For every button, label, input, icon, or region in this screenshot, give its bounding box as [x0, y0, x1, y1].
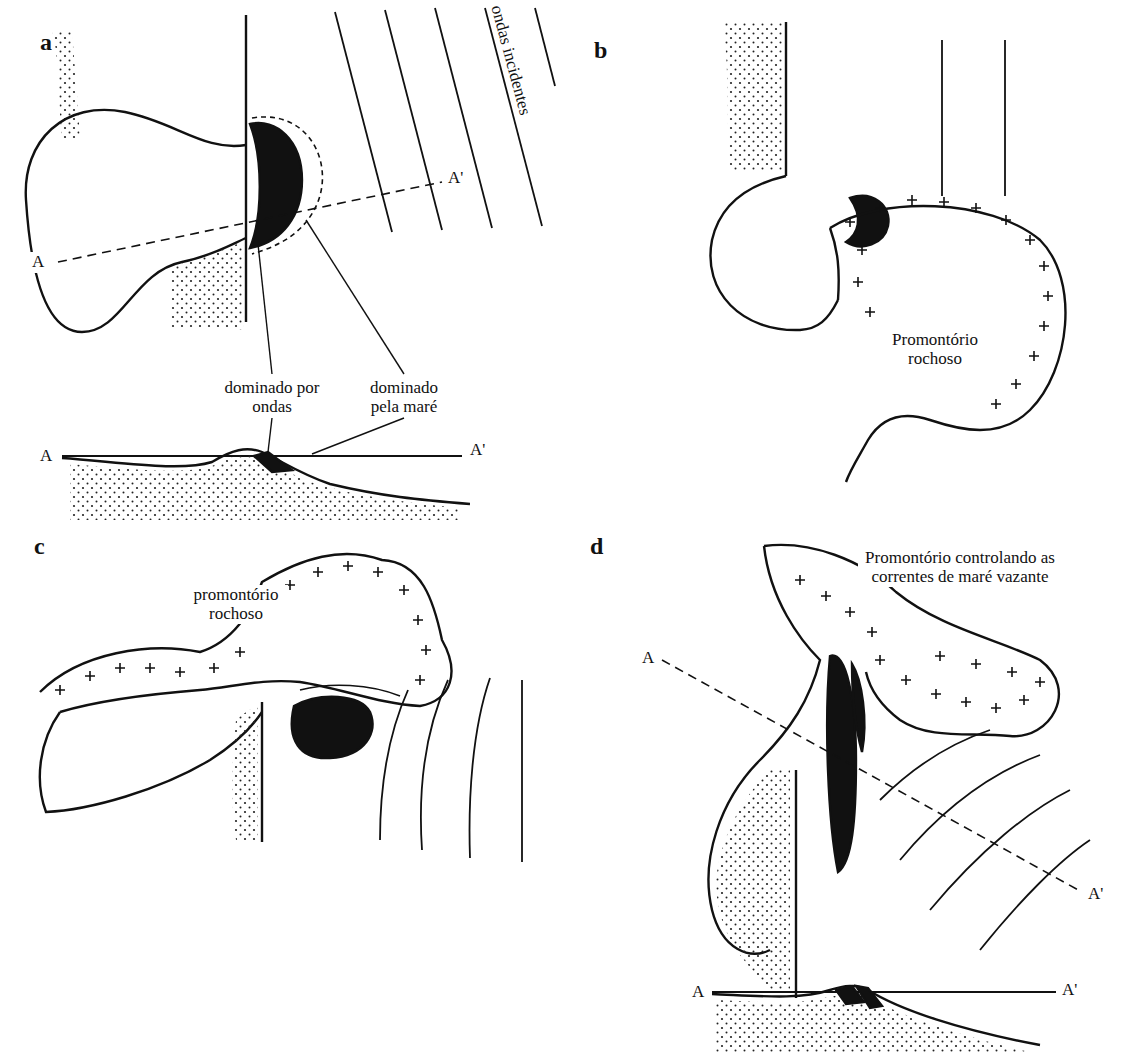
rock-cross: [421, 645, 431, 655]
rock-cross: [1011, 379, 1021, 389]
figure-label: Promontório controlando as correntes de …: [858, 548, 1062, 587]
rock-cross: [857, 245, 867, 255]
rock-cross: [415, 675, 425, 685]
rock-cross: [1039, 321, 1049, 331]
rock-cross: [875, 203, 885, 213]
figure-label: dominado por ondas: [215, 378, 329, 417]
rock-cross: [931, 689, 941, 699]
rock-cross: [1007, 667, 1017, 677]
rock-cross: [939, 197, 949, 207]
rock-cross: [1039, 261, 1049, 271]
rock-cross: [313, 567, 323, 577]
rock-cross: [343, 561, 353, 571]
rock-cross: [991, 399, 1001, 409]
rock-cross: [1029, 351, 1039, 361]
rock-cross: [795, 575, 805, 585]
figure-label: A': [468, 440, 487, 461]
rock-cross: [821, 591, 831, 601]
panel-letter: d: [588, 532, 605, 560]
rock-cross: [907, 195, 917, 205]
rock-cross: [875, 655, 885, 665]
panel-letter: a: [38, 28, 54, 56]
rock-cross: [115, 663, 125, 673]
rock-cross: [867, 627, 877, 637]
figure-label: A': [446, 168, 465, 189]
rock-cross: [991, 703, 1001, 713]
figure-label: dominado pela maré: [352, 378, 456, 417]
panel-letter: b: [592, 36, 609, 64]
rock-cross: [55, 685, 65, 695]
rock-cross: [1019, 695, 1029, 705]
figure-label: A: [30, 252, 46, 273]
rock-cross: [853, 277, 863, 287]
figure-label: Promontório rochoso: [878, 330, 992, 369]
figure-label: A': [1086, 884, 1105, 905]
rock-cross: [1035, 677, 1045, 687]
rock-cross: [373, 567, 383, 577]
rock-cross: [1001, 215, 1011, 225]
rock-cross: [961, 697, 971, 707]
figure-label: A: [38, 446, 54, 467]
rock-cross: [1025, 235, 1035, 245]
rock-cross: [845, 217, 855, 227]
rock-cross: [145, 663, 155, 673]
figure-label: ondas incidentes: [485, 1, 535, 119]
rock-cross: [845, 607, 855, 617]
rock-cross: [865, 307, 875, 317]
rock-cross: [85, 671, 95, 681]
rock-cross: [935, 651, 945, 661]
panel-letter: c: [32, 532, 47, 560]
figure-label: promontório rochoso: [184, 585, 288, 624]
rock-cross: [175, 667, 185, 677]
rock-cross: [1043, 291, 1053, 301]
rock-cross: [971, 203, 981, 213]
rock-cross: [235, 647, 245, 657]
rock-cross: [971, 659, 981, 669]
rock-cross: [413, 615, 423, 625]
rock-cross: [399, 585, 409, 595]
figure-label: A': [1060, 980, 1079, 1001]
rock-cross: [901, 675, 911, 685]
rock-cross: [209, 663, 219, 673]
figure-label: A: [690, 982, 706, 1003]
figure-label: A: [640, 648, 656, 669]
